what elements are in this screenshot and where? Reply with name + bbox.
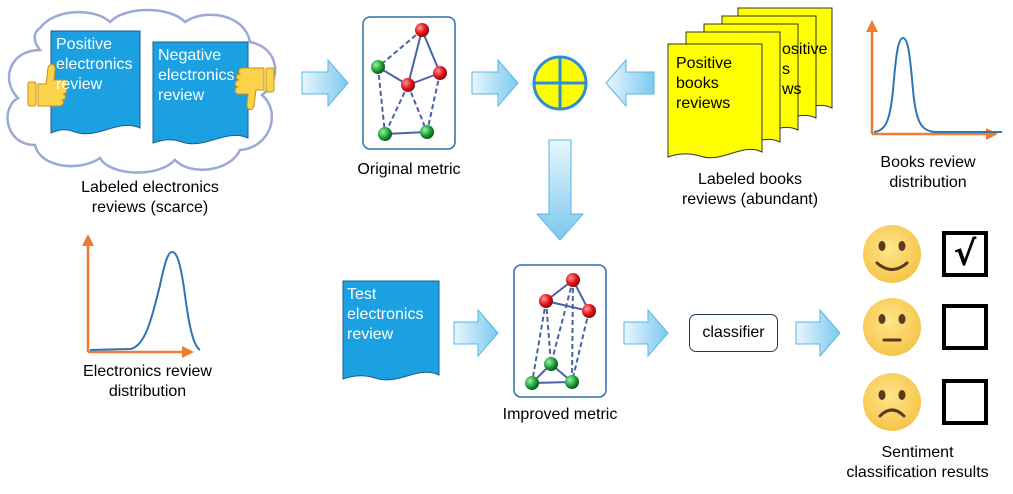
green-node <box>525 376 539 390</box>
arrow-left <box>605 58 655 108</box>
electronics-distribution-chart <box>82 234 201 358</box>
neutral-face-icon <box>863 298 921 356</box>
positive-electronics-text: Positive electronics review <box>56 36 133 93</box>
result-checkbox-neutral <box>942 304 988 350</box>
thumbs-up-icon <box>27 63 68 107</box>
green-node <box>378 127 392 141</box>
green-node <box>544 357 558 371</box>
arrow-right <box>301 58 349 108</box>
original-metric-label: Original metric <box>357 161 461 178</box>
result-checkbox-negative <box>942 379 988 425</box>
red-node <box>582 304 596 318</box>
red-node <box>539 294 553 308</box>
result-checkbox-positive: √ <box>942 231 988 277</box>
labeled-electronics-label: Labeled electronics reviews (scarce) <box>81 179 219 216</box>
arrow-right <box>471 58 519 108</box>
arrow-down <box>535 139 585 241</box>
red-node <box>415 23 429 37</box>
classifier-box: classifier <box>689 314 778 352</box>
negative-electronics-doc <box>152 41 249 145</box>
red-node <box>401 78 415 92</box>
electronics-distribution-label: Electronics review distribution <box>83 363 212 400</box>
combine-icon <box>532 55 588 111</box>
test-electronics-text: Test electronics review <box>347 286 424 343</box>
sentiment-results-label: Sentiment classification results <box>846 444 989 481</box>
negative-electronics-text: Negative electronics review <box>158 47 235 104</box>
sad-face-icon <box>863 373 921 431</box>
labeled-books-label: Labeled books reviews (abundant) <box>681 171 819 208</box>
arrow-right <box>623 308 669 358</box>
red-node <box>433 66 447 80</box>
positive-books-text: Positive books reviews <box>676 55 733 112</box>
thumbs-down-icon <box>234 67 275 111</box>
green-node <box>371 60 385 74</box>
green-node <box>420 125 434 139</box>
positive-books-doc <box>667 43 763 159</box>
improved-metric-label: Improved metric <box>502 406 618 423</box>
happy-face-icon <box>863 225 921 283</box>
red-node <box>566 273 580 287</box>
books-distribution-chart <box>866 20 1002 140</box>
green-node <box>565 375 579 389</box>
arrow-right <box>453 308 499 358</box>
test-electronics-doc <box>342 280 440 381</box>
books-stack-peek-text: ositive s ws <box>782 41 828 98</box>
positive-electronics-doc <box>50 30 141 135</box>
arrow-right <box>795 308 841 358</box>
books-distribution-label: Books review distribution <box>880 154 976 191</box>
